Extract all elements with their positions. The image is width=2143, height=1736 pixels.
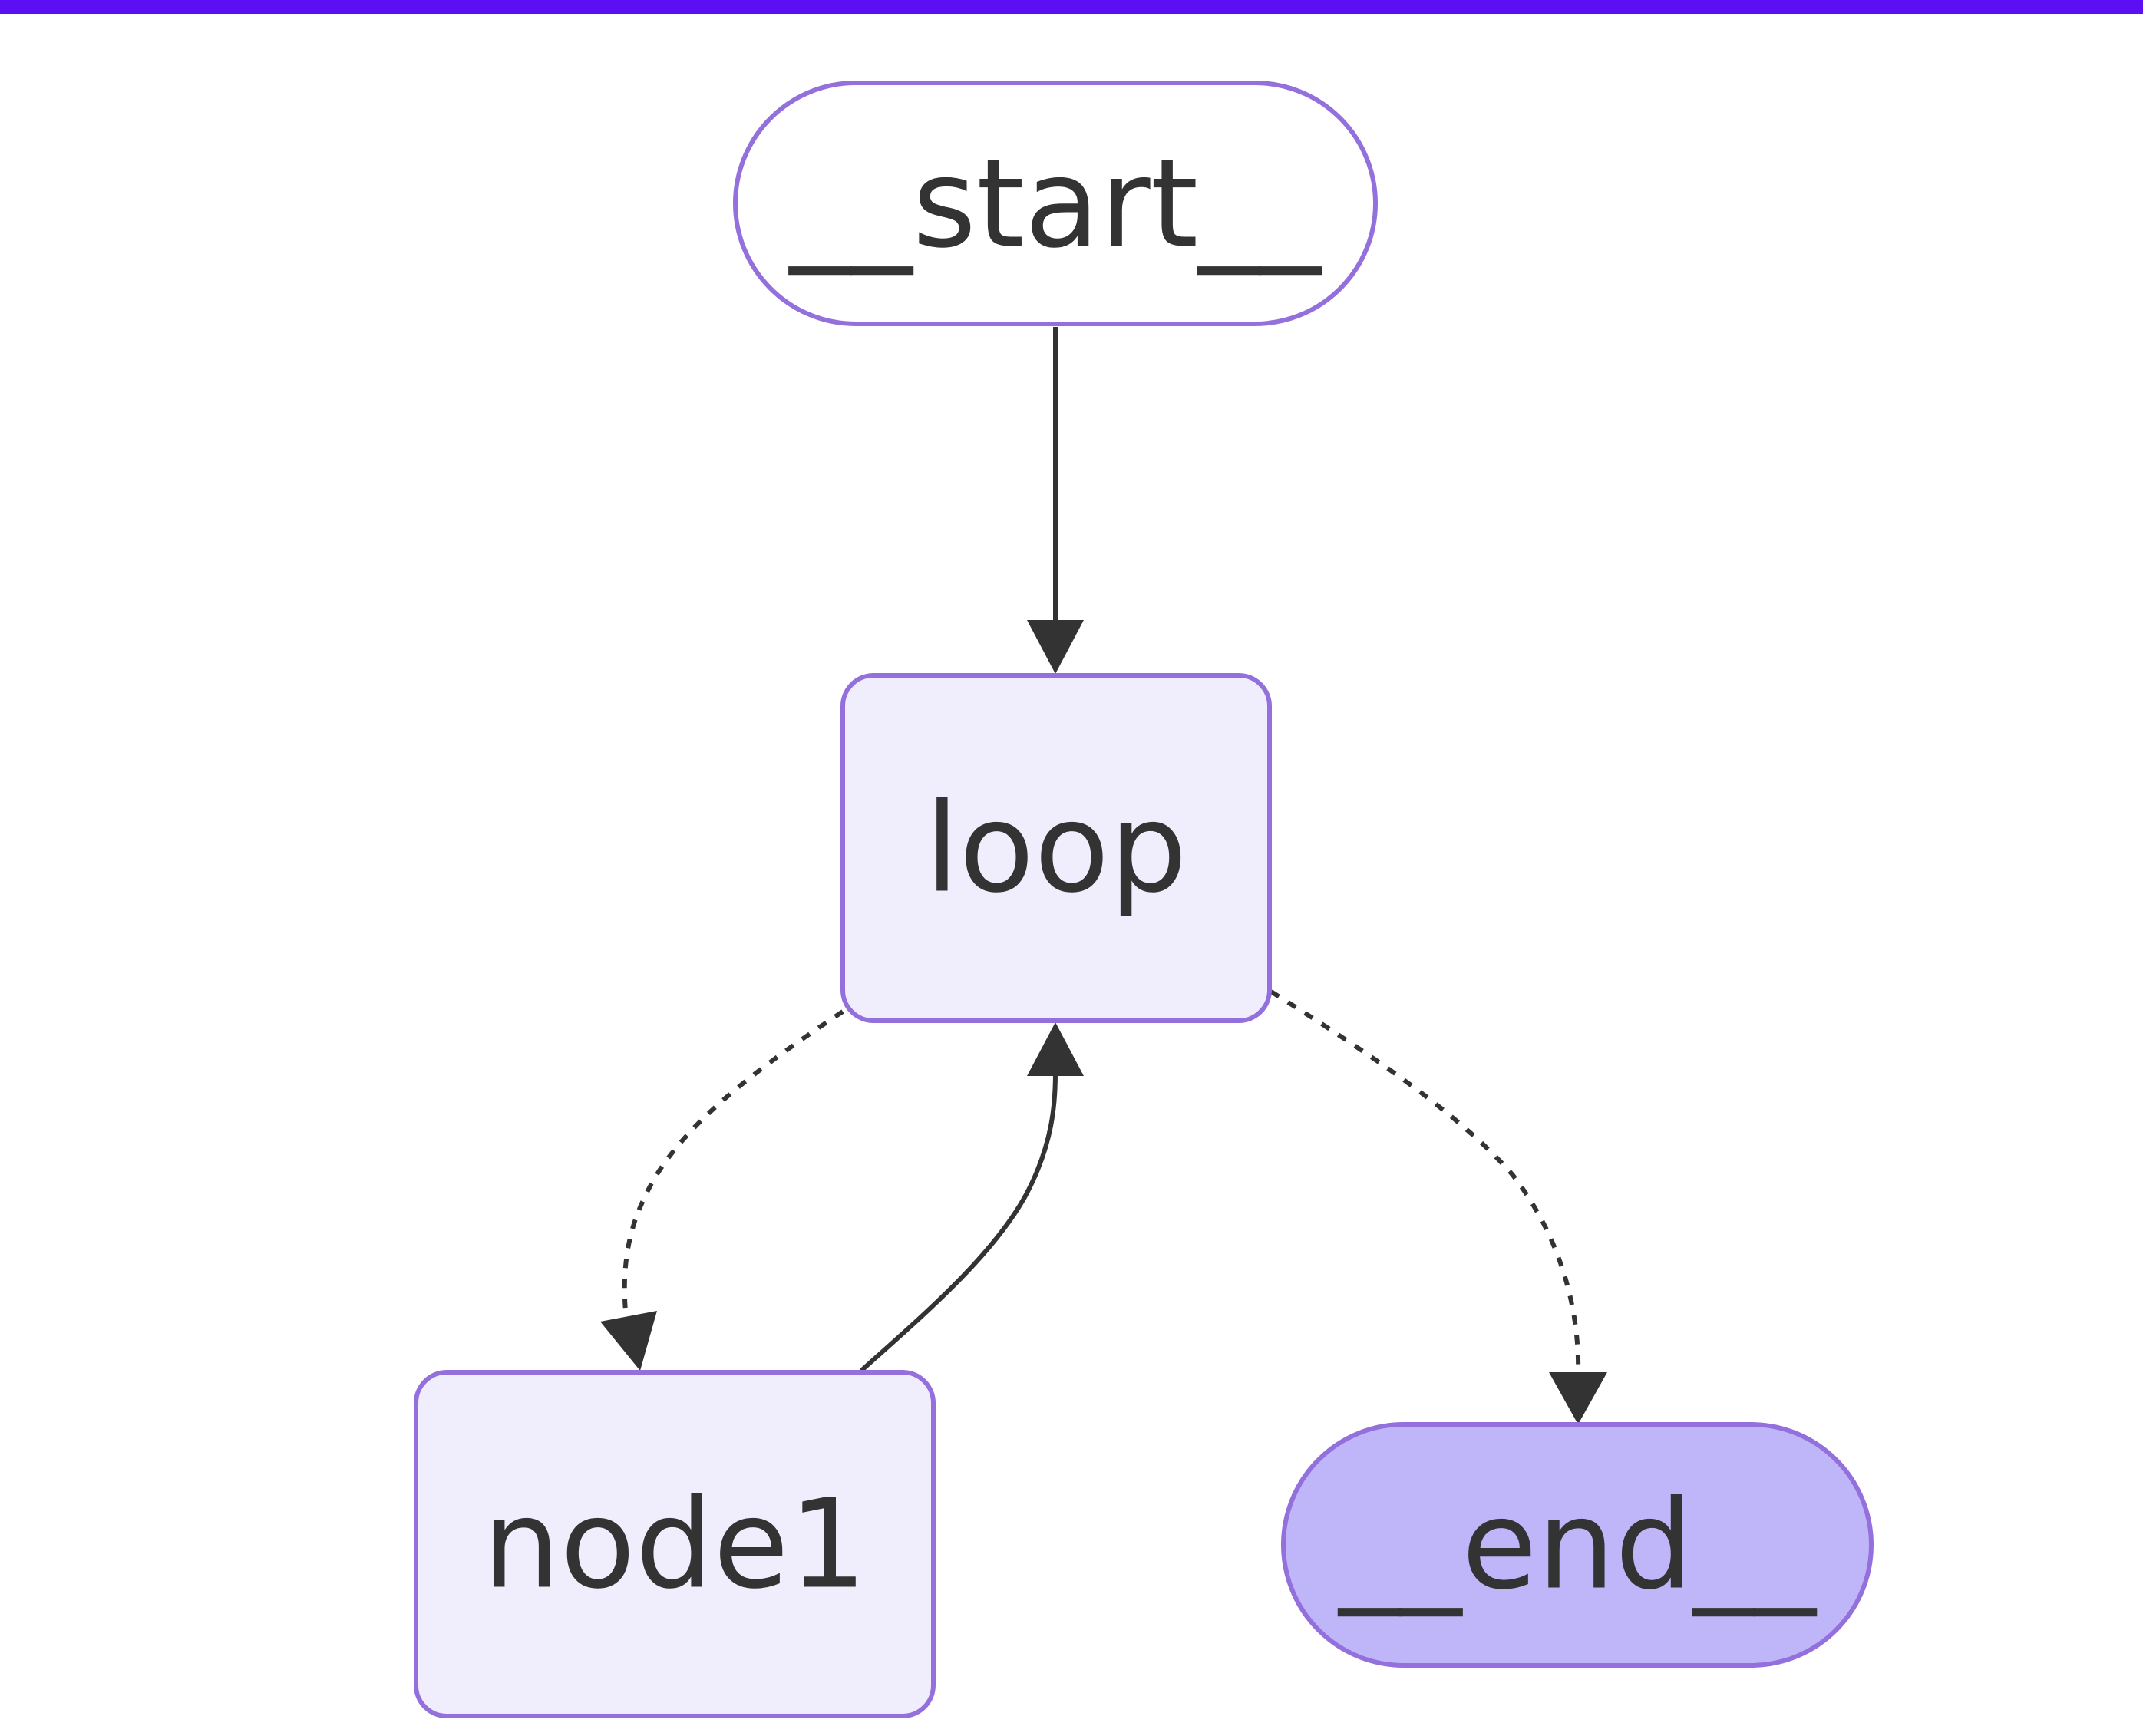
node-node1[interactable]: node1: [414, 1370, 936, 1718]
arrowhead: [1549, 1372, 1607, 1424]
node-loop-shape: [840, 673, 1272, 1023]
edge-node1-to-loop: [859, 1022, 1084, 1373]
arrowhead: [600, 1311, 657, 1371]
node-node1-shape: [414, 1370, 936, 1718]
node-loop-label: loop: [925, 777, 1187, 920]
arrowhead: [1027, 620, 1084, 674]
node-end[interactable]: __end__: [1281, 1422, 1874, 1668]
node-node1-label: node1: [482, 1473, 867, 1616]
edge-start-to-loop: [1027, 327, 1084, 674]
top-bar: [0, 0, 2143, 14]
edge-loop-to-node1: [600, 1009, 844, 1371]
node-start-shape: [733, 81, 1378, 326]
node-start[interactable]: __start__: [733, 81, 1378, 326]
node-loop[interactable]: loop: [840, 673, 1272, 1023]
edge-loop-to-end: [1270, 989, 1607, 1424]
node-end-shape: [1281, 1422, 1874, 1668]
arrowhead: [1027, 1022, 1084, 1076]
node-start-label: __start__: [788, 132, 1323, 276]
node-end-label: __end__: [1337, 1474, 1817, 1617]
